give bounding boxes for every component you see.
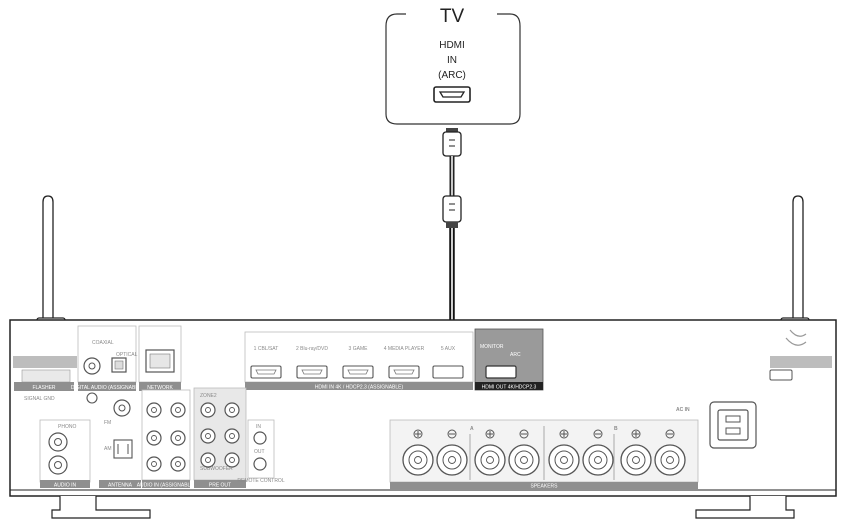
hdmi-in-5-label: 5 AUX <box>441 346 456 352</box>
optical-label: OPTICAL <box>116 352 138 358</box>
speakers-label: SPEAKERS <box>531 484 559 490</box>
hdmi-out-label: HDMI OUT 4K/HDCP2.3 <box>482 385 537 391</box>
remote-in-label: IN <box>256 424 261 430</box>
hdmi-out-monitor-port: MONITOR ARC HDMI OUT 4K/HDCP2.3 <box>474 328 544 391</box>
flasher-port: FLASHER <box>14 369 74 391</box>
usb-port <box>769 329 807 381</box>
speaker-group-b-label: B <box>614 426 618 432</box>
hdmi-in-1-jack[interactable] <box>250 365 282 379</box>
hdmi-in-5-jack[interactable] <box>432 365 464 379</box>
ac-in-label: AC IN <box>676 407 690 413</box>
fm-label: FM <box>104 420 111 426</box>
hdmi-in-label: HDMI IN 4K / HDCP2.3 (ASSIGNABLE) <box>315 385 404 391</box>
tv-title: TV <box>440 6 465 27</box>
foot-left <box>51 496 151 519</box>
av-receiver: FLASHER COAXIAL OPTICAL DIGITAL AUDIO (A… <box>9 319 837 519</box>
remote-control-block: IN OUT REMOTE CONTROL <box>237 419 285 484</box>
network-port: NETWORK <box>138 325 182 391</box>
tv-outline <box>385 13 521 125</box>
audio-in-assignable-label: AUDIO IN (ASSIGNABLE) <box>137 483 196 489</box>
tv-port-label-arc: (ARC) <box>438 70 466 81</box>
hdmi-in-2-jack[interactable] <box>296 365 328 379</box>
hdmi-in-3-jack[interactable] <box>342 365 374 379</box>
remote-in-jack[interactable] <box>253 431 267 445</box>
hdmi-in-4-jack[interactable] <box>388 365 420 379</box>
hdmi-in-2-label: 2 Blu-ray/DVD <box>296 346 328 352</box>
foot-right <box>695 496 795 519</box>
am-label: AM <box>104 446 112 452</box>
hdmi-plug-bottom <box>442 195 462 223</box>
monitor-label: MONITOR <box>480 344 504 350</box>
digital-audio-block: COAXIAL OPTICAL DIGITAL AUDIO (ASSIGNABL… <box>71 325 144 391</box>
am-antenna-terminal[interactable] <box>113 439 133 459</box>
phono-label: PHONO <box>58 424 76 430</box>
wireless-icon <box>789 329 807 337</box>
hdmi-in-3-label: 3 GAME <box>349 346 369 352</box>
hdmi-in-panel: 1 CBL/SAT 2 Blu-ray/DVD 3 GAME 4 MEDIA P… <box>244 331 474 391</box>
antenna-terminal-block: FM AM ANTENNA <box>99 399 141 489</box>
signal-gnd-label: SIGNAL GND <box>24 396 55 402</box>
audio-in-assignable-block: AUDIO IN (ASSIGNABLE) <box>137 389 196 489</box>
remote-out-label: OUT <box>254 449 265 455</box>
ac-in-port: AC IN <box>676 401 757 449</box>
zone2-label: ZONE2 <box>200 393 217 399</box>
hdmi-plug-top-tip <box>446 128 458 132</box>
tv-unit: TV HDMI IN (ARC) <box>385 6 521 125</box>
remote-out-jack[interactable] <box>253 457 267 471</box>
speakers-block: SPEAKERS A B <box>389 419 699 490</box>
audio-in-phono-block: SIGNAL GND PHONO AUDIO IN <box>24 392 98 489</box>
signal-gnd-terminal[interactable] <box>86 392 98 404</box>
hdmi-in-1-label: 1 CBL/SAT <box>254 346 279 352</box>
pre-out-block: ZONE2 SUBWOOFER PRE OUT <box>193 387 247 489</box>
tv-port-label-hdmi: HDMI <box>439 40 465 51</box>
speaker-group-a-label: A <box>470 426 474 432</box>
flasher-label: FLASHER <box>32 385 55 391</box>
pre-out-label: PRE OUT <box>209 483 231 489</box>
hdmi-out-jack[interactable] <box>485 365 517 379</box>
coaxial-label: COAXIAL <box>92 340 114 346</box>
remote-control-label: REMOTE CONTROL <box>237 478 284 484</box>
audio-in-label: AUDIO IN <box>54 483 77 489</box>
ac-in-socket[interactable] <box>717 409 749 441</box>
hdmi-plug-top <box>442 131 462 157</box>
hdmi-in-4-label: 4 MEDIA PLAYER <box>384 346 425 352</box>
subwoofer-label: SUBWOOFER <box>200 466 233 472</box>
digital-audio-label: DIGITAL AUDIO (ASSIGNABLE) <box>71 385 144 391</box>
arc-label: ARC <box>510 352 521 358</box>
antenna-label: ANTENNA <box>108 483 133 489</box>
tv-hdmi-port-icon <box>433 86 471 103</box>
tv-port-label-in: IN <box>447 55 457 66</box>
network-label: NETWORK <box>147 385 173 391</box>
